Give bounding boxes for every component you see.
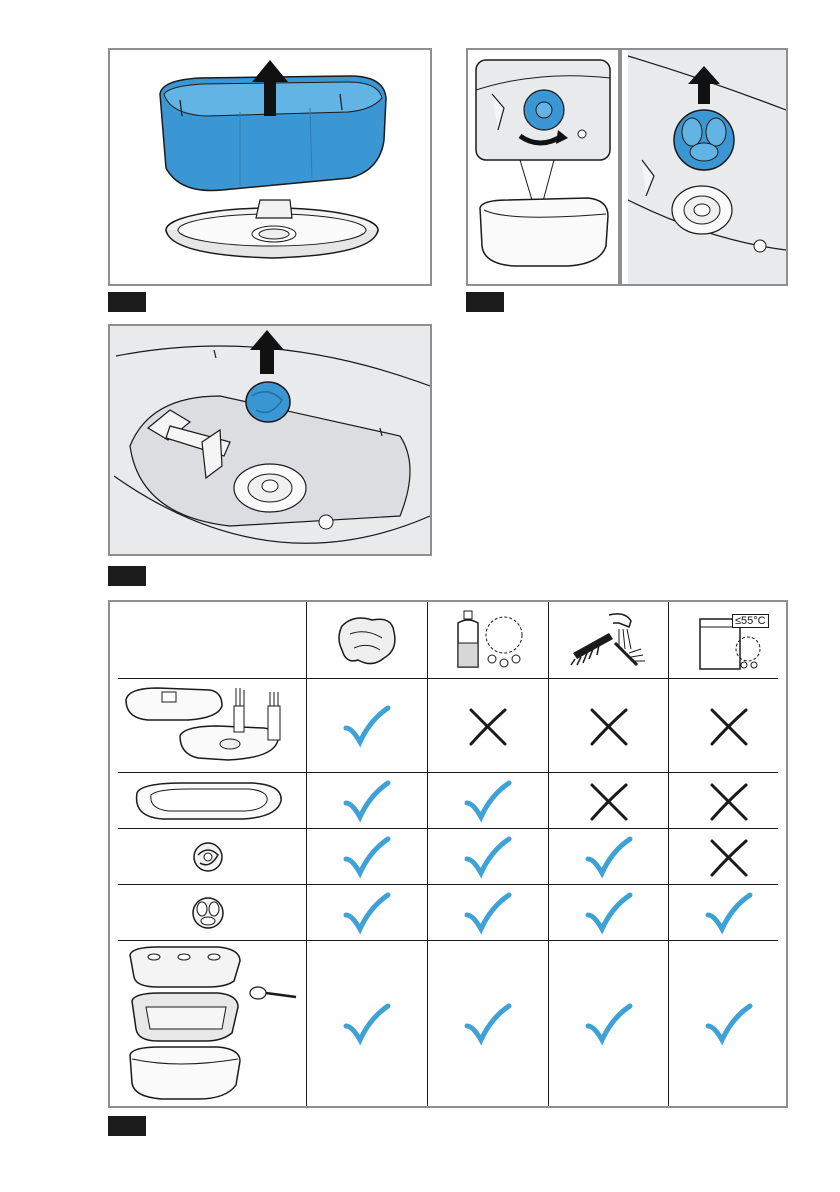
dish-soap-icon (448, 609, 528, 671)
cross-mark-icon (463, 704, 513, 748)
mark-cell (428, 679, 548, 772)
mark-cell (307, 829, 427, 884)
mark-cell (307, 679, 427, 772)
cleaning-methods-table: ≤55°C (108, 600, 788, 1108)
mark-cell (669, 773, 788, 828)
figure-tag: fig-4 (108, 1116, 146, 1136)
figure-panel-filter-twist (466, 48, 788, 286)
check-mark-icon (342, 704, 392, 748)
filter-ball-illustration (188, 893, 228, 933)
check-mark-icon (463, 1002, 513, 1046)
check-mark-icon (584, 891, 634, 935)
mark-cell (669, 885, 788, 940)
check-mark-icon (463, 891, 513, 935)
filter-twist-illustration (468, 50, 786, 284)
check-mark-icon (704, 1002, 754, 1046)
tank-lift-illustration (110, 50, 430, 284)
base-brushes-illustration (118, 682, 298, 770)
figure-tag: fig-1 (108, 292, 146, 312)
check-mark-icon (463, 835, 513, 879)
filter-remove-illustration (110, 326, 430, 554)
part-filter-small (110, 829, 306, 884)
mark-cell (549, 941, 668, 1106)
cross-mark-icon (704, 835, 754, 879)
cross-mark-icon (584, 779, 634, 823)
tank-spoon-illustration (118, 945, 298, 1103)
part-base-and-brushes (110, 679, 306, 772)
check-mark-icon (342, 891, 392, 935)
mark-cell (428, 885, 548, 940)
column-header-running-water (549, 602, 668, 678)
mark-cell (428, 773, 548, 828)
column-header-dishwasher (669, 602, 788, 678)
mark-cell (669, 829, 788, 884)
mark-cell (428, 829, 548, 884)
figure-tag: fig-3 (108, 566, 146, 586)
mark-cell (549, 679, 668, 772)
mark-cell (428, 941, 548, 1106)
check-mark-icon (463, 779, 513, 823)
cross-mark-icon (584, 704, 634, 748)
dishwasher-temperature-label: ≤55°C (732, 614, 769, 628)
check-mark-icon (342, 835, 392, 879)
figure-panel-tank-lift (108, 48, 432, 286)
mark-cell (669, 679, 788, 772)
part-filter-ball (110, 885, 306, 940)
check-mark-icon (584, 835, 634, 879)
mark-cell (549, 885, 668, 940)
filter-small-illustration (188, 837, 228, 877)
check-mark-icon (704, 891, 754, 935)
running-water-brush-icon (569, 609, 649, 671)
mark-cell (549, 773, 668, 828)
mark-cell (307, 941, 427, 1106)
mark-cell (307, 885, 427, 940)
cross-mark-icon (704, 704, 754, 748)
part-tank-lid-ring (110, 773, 306, 828)
part-tank-and-spoon (110, 941, 306, 1106)
cross-mark-icon (704, 779, 754, 823)
figure-panel-filter-remove (108, 324, 432, 556)
cloth-wipe-icon (332, 610, 402, 670)
column-header-cloth (307, 602, 427, 678)
mark-cell (549, 829, 668, 884)
check-mark-icon (584, 1002, 634, 1046)
figure-tag: fig-2 (466, 292, 504, 312)
column-header-dish-soap (428, 602, 548, 678)
check-mark-icon (342, 779, 392, 823)
mark-cell (669, 941, 788, 1106)
lid-ring-illustration (123, 779, 293, 823)
check-mark-icon (342, 1002, 392, 1046)
mark-cell (307, 773, 427, 828)
